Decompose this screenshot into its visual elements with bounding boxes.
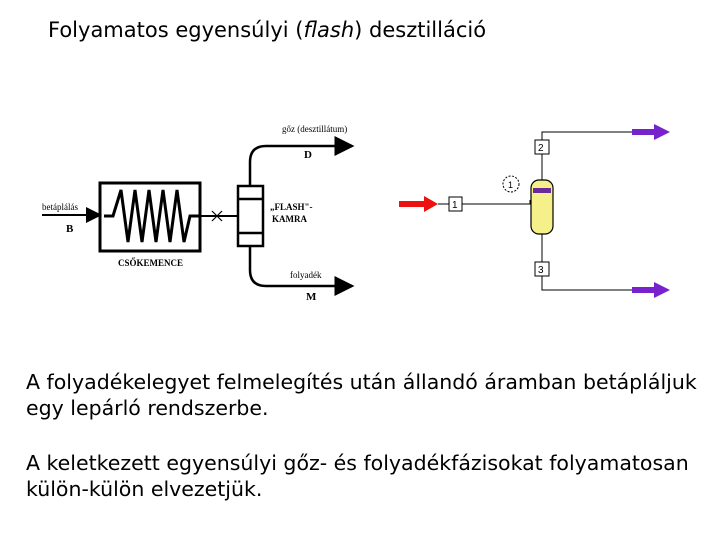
feed-label: betáplálás	[42, 202, 78, 212]
left-process-diagram: betáplálás B CSŐKEMENCE „FLASH"- KAMRA g…	[42, 124, 355, 303]
flash-label-1: „FLASH"-	[270, 202, 313, 212]
vapor-product-arrow-head	[654, 124, 670, 140]
stream-3-box	[534, 261, 550, 277]
flash-label-2: KAMRA	[272, 214, 307, 224]
vapor-outlet-line	[248, 136, 355, 186]
title-suffix: ) desztilláció	[354, 18, 487, 42]
stream-1-box	[448, 196, 463, 212]
vapor-label: gőz (desztillátum)	[282, 124, 347, 134]
flash-chamber	[236, 184, 265, 248]
valve-icon	[211, 210, 223, 222]
stream-2-box	[534, 139, 550, 155]
feed-stream-arrow-head	[424, 196, 438, 212]
liquid-symbol: M	[306, 291, 317, 303]
stream-2-label: 2	[538, 143, 544, 154]
feed-stream-line	[438, 200, 531, 205]
liquid-outlet-line	[248, 246, 355, 296]
vessel-band	[533, 188, 551, 193]
bottom-outlet-line	[541, 244, 652, 291]
right-process-diagram: 1 1 2 3	[399, 124, 670, 298]
title-prefix: Folyamatos egyensúlyi (	[48, 18, 304, 42]
liquid-label: folyadék	[290, 270, 322, 280]
furnace-label: CSŐKEMENCE	[118, 258, 183, 268]
feed-symbol: B	[66, 223, 74, 235]
heating-coil	[104, 189, 200, 243]
liquid-product-arrow-head	[654, 282, 670, 298]
stream-1-label: 1	[452, 200, 458, 211]
paragraph-feed: A folyadékelegyet felmelegítés után álla…	[26, 370, 697, 420]
paragraph-separation: A keletkezett egyensúlyi gőz- és folyadé…	[26, 451, 689, 501]
stream-3-label: 3	[538, 265, 544, 276]
top-outlet-line	[541, 131, 652, 170]
node-1-label: 1	[508, 180, 513, 190]
vapor-symbol: D	[304, 149, 312, 161]
page-title: Folyamatos egyensúlyi (flash) desztillác…	[48, 18, 486, 42]
title-italic: flash	[303, 18, 355, 42]
node-1-circle	[502, 175, 520, 193]
